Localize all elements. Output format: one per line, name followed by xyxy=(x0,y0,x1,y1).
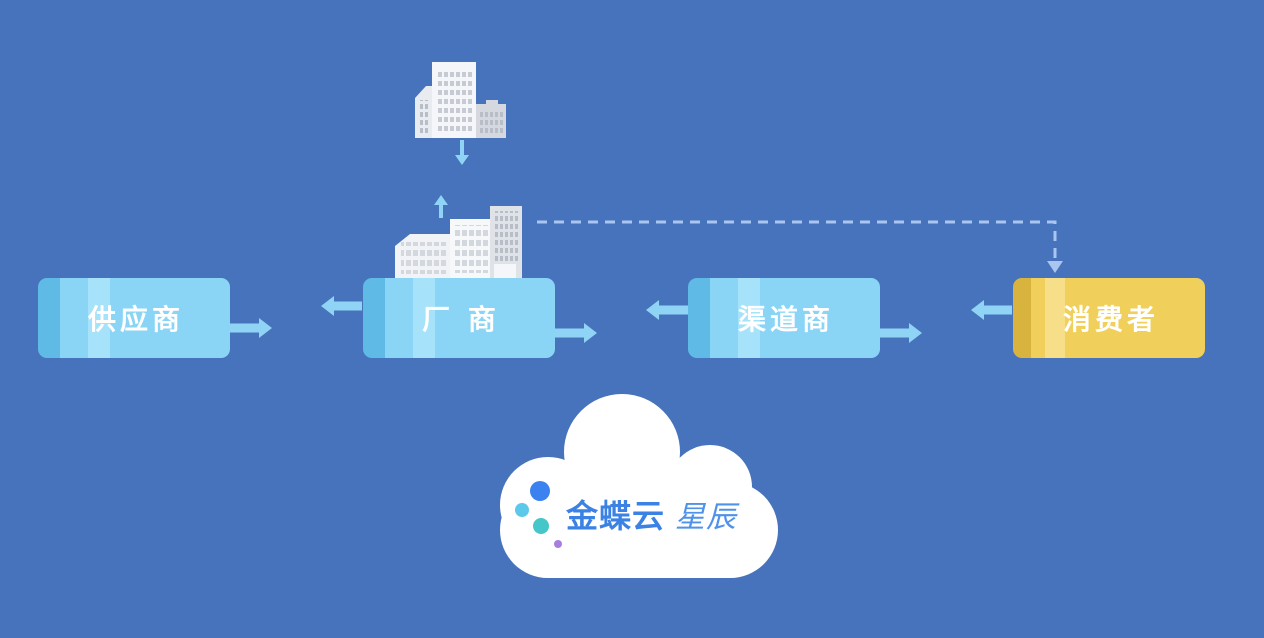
office-roof-step xyxy=(486,100,498,105)
arrow-consumer-left xyxy=(971,300,1012,320)
arrow-manufacturer-left xyxy=(321,296,362,316)
logo-dot-teal xyxy=(533,518,549,534)
arrow-supplier-right xyxy=(230,318,272,338)
logo-mark-icon xyxy=(515,481,562,548)
node-label-manufacturer: 厂 商 xyxy=(422,303,500,336)
logo-dot-cyan xyxy=(515,503,529,517)
node-label-consumer: 消费者 xyxy=(1062,303,1159,336)
node-supplier: 供应商 xyxy=(38,278,230,358)
arrow-up-from-manufacturer xyxy=(434,195,448,218)
node-label-channel: 渠道商 xyxy=(737,303,834,336)
factory-icon xyxy=(395,206,522,278)
dashed-link-arrowhead xyxy=(1047,261,1063,273)
office-building-icon xyxy=(415,62,506,138)
factory-left-windows xyxy=(401,242,447,274)
logo-dot-purple xyxy=(554,540,562,548)
arrow-channel-right xyxy=(880,323,922,343)
node-consumer: 消费者 xyxy=(1013,278,1205,358)
factory-door xyxy=(494,264,516,278)
node-channel: 渠道商 xyxy=(688,278,880,358)
logo-dot-blue xyxy=(530,481,550,501)
office-tower-windows xyxy=(437,68,472,132)
arrow-manufacturer-right xyxy=(555,323,597,343)
arrow-down-to-manufacturer xyxy=(455,140,469,165)
arrow-channel-left xyxy=(646,300,688,320)
office-right-windows xyxy=(480,109,503,135)
logo-product: 星辰 xyxy=(675,500,738,535)
node-manufacturer: 厂 商 xyxy=(363,278,555,358)
logo-brand: 金蝶云 xyxy=(566,497,666,535)
factory-middle-windows xyxy=(455,225,488,273)
factory-tower-windows xyxy=(494,211,519,261)
dashed-link-manufacturer-consumer xyxy=(537,220,1057,262)
office-left-windows xyxy=(418,100,429,134)
logo: 金蝶云 星辰 xyxy=(566,492,737,536)
node-label-supplier: 供应商 xyxy=(87,303,184,336)
